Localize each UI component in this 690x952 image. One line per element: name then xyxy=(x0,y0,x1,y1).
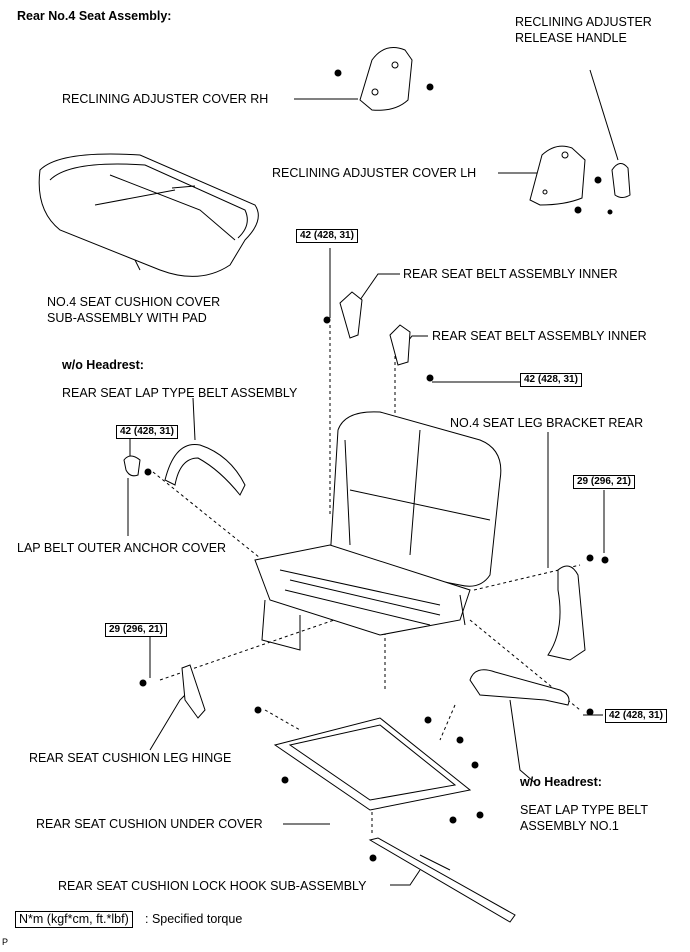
torque-spec-seat-lap-belt: 42 (428, 31) xyxy=(605,709,667,723)
corner-mark: P xyxy=(2,937,9,947)
label-seat-lap-belt-line2: ASSEMBLY NO.1 xyxy=(520,819,619,833)
label-cushion-cover-line2: SUB-ASSEMBLY WITH PAD xyxy=(47,311,207,325)
lap-belt-part xyxy=(123,443,246,496)
diagram-title: Rear No.4 Seat Assembly: xyxy=(17,9,172,23)
label-leg-hinge: REAR SEAT CUSHION LEG HINGE xyxy=(29,751,232,765)
label-wo-headrest-1: w/o Headrest: xyxy=(62,358,144,372)
torque-spec-belt-inner-upper: 42 (428, 31) xyxy=(296,229,358,243)
label-wo-headrest-2: w/o Headrest: xyxy=(520,775,602,789)
seat-assembly-part xyxy=(254,411,502,651)
leader-lines xyxy=(127,69,619,886)
label-release-handle-line1: RECLINING ADJUSTER xyxy=(515,15,652,29)
label-leg-bracket-rear: NO.4 SEAT LEG BRACKET REAR xyxy=(450,416,644,430)
label-under-cover: REAR SEAT CUSHION UNDER COVER xyxy=(36,817,263,831)
label-reclining-cover-lh: RECLINING ADJUSTER COVER LH xyxy=(272,166,477,180)
cushion-leg-hinge-part xyxy=(139,664,206,719)
label-belt-inner-2: REAR SEAT BELT ASSEMBLY INNER xyxy=(432,329,647,343)
reclining-adjuster-cover-rh-part xyxy=(334,47,434,111)
label-cushion-cover-line1: NO.4 SEAT CUSHION COVER xyxy=(47,295,221,309)
torque-spec-leg-hinge: 29 (296, 21) xyxy=(105,623,167,637)
torque-spec-lap-belt: 42 (428, 31) xyxy=(116,425,178,439)
torque-spec-leg-bracket: 29 (296, 21) xyxy=(573,475,635,489)
label-lock-hook: REAR SEAT CUSHION LOCK HOOK SUB-ASSEMBLY xyxy=(58,879,367,893)
label-seat-lap-belt-line1: SEAT LAP TYPE BELT xyxy=(520,803,649,817)
legend-torque-text: : Specified torque xyxy=(145,912,243,926)
reclining-adjuster-cover-lh-part xyxy=(529,145,631,215)
label-anchor-cover: LAP BELT OUTER ANCHOR COVER xyxy=(17,541,227,555)
label-lap-belt-assembly: REAR SEAT LAP TYPE BELT ASSEMBLY xyxy=(62,386,298,400)
legend-torque-unit: N*m (kgf*cm, ft.*lbf) xyxy=(15,911,133,928)
leg-bracket-rear-part xyxy=(547,554,609,661)
label-belt-inner-1: REAR SEAT BELT ASSEMBLY INNER xyxy=(403,267,618,281)
torque-spec-belt-inner-lower: 42 (428, 31) xyxy=(520,373,582,387)
lock-hook-part xyxy=(368,837,516,923)
seat-belt-inner-parts xyxy=(323,291,434,382)
seat-cushion-pad-part xyxy=(38,153,259,277)
seat-lap-belt-no1-part xyxy=(469,669,594,716)
under-cover-part xyxy=(254,706,484,824)
label-reclining-cover-rh: RECLINING ADJUSTER COVER RH xyxy=(62,92,269,106)
label-release-handle-line2: RELEASE HANDLE xyxy=(515,31,627,45)
